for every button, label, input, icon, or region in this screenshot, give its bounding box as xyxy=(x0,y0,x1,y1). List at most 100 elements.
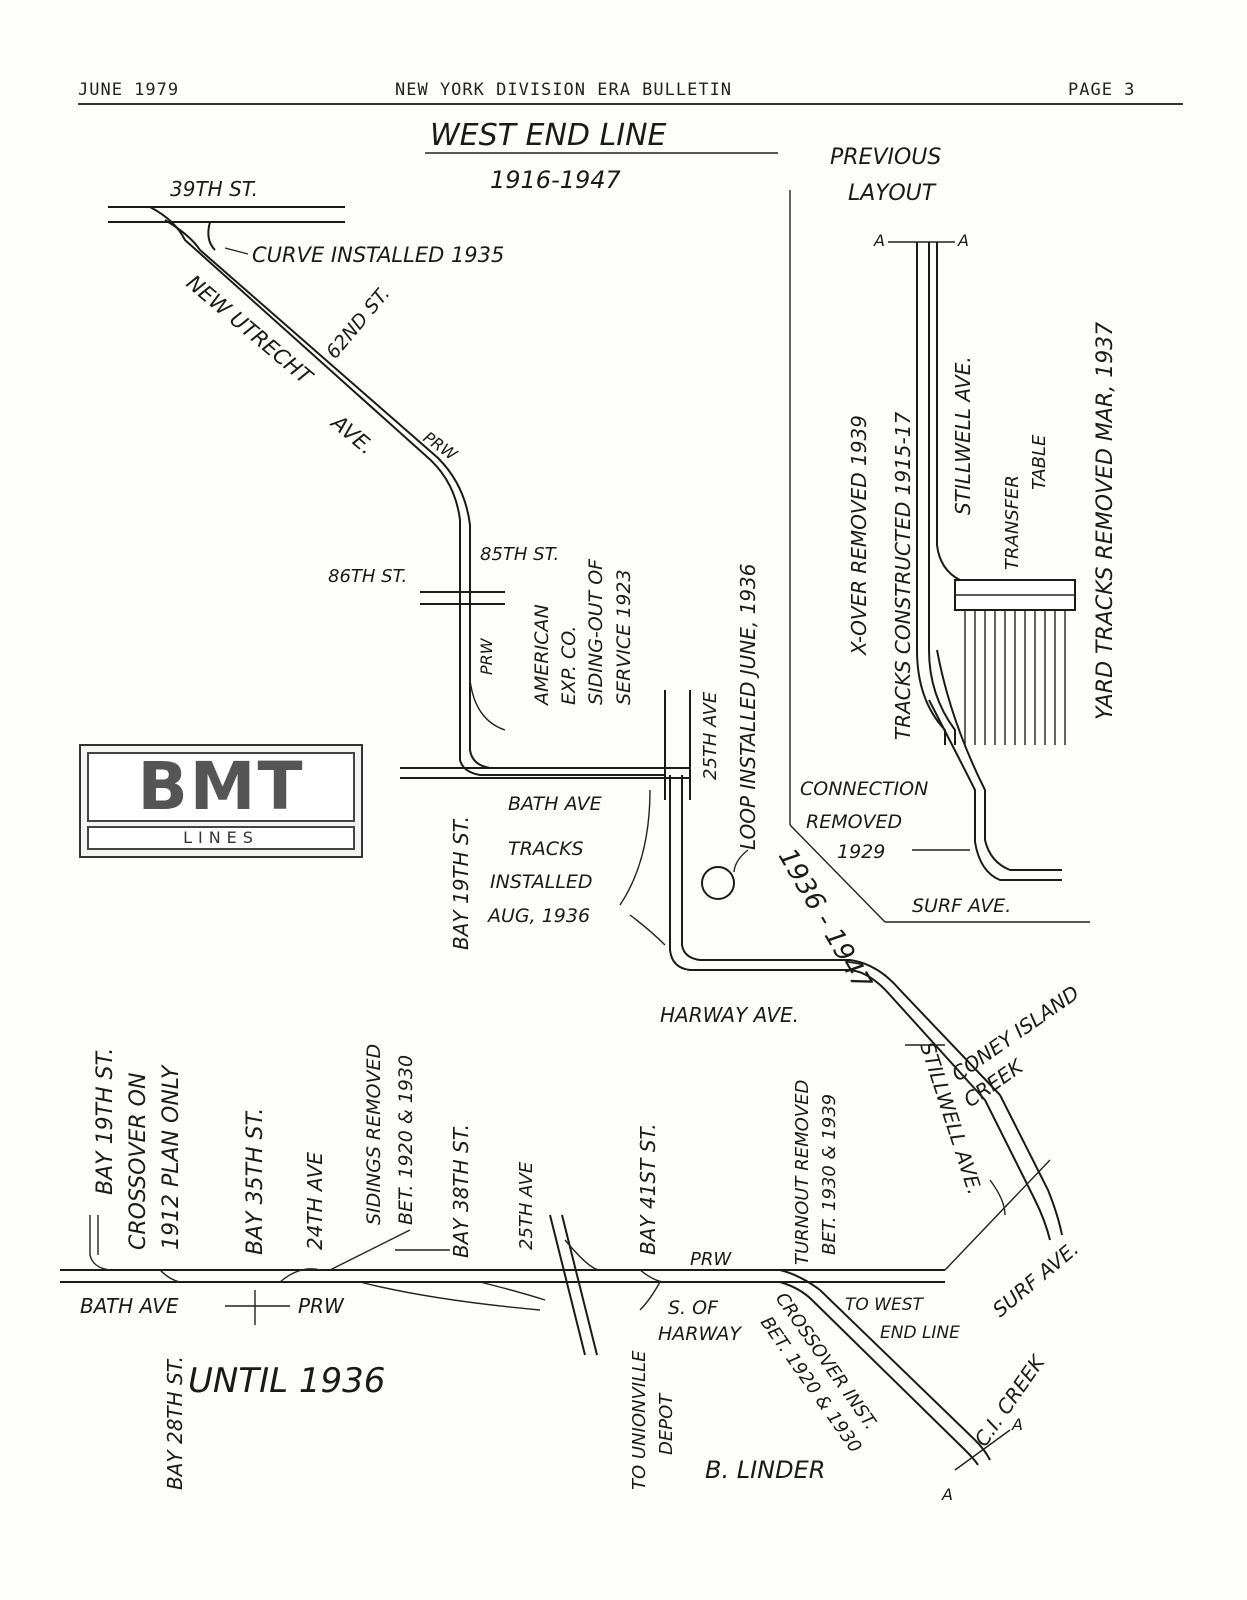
bay19-main-label: BAY 19TH ST. xyxy=(449,816,473,950)
header-rule xyxy=(78,103,1183,105)
tracks-installed-label-1: TRACKS xyxy=(508,838,584,860)
new-utrecht-label: NEW UTRECHT xyxy=(182,270,318,390)
to-west-end-label-2: END LINE xyxy=(880,1323,960,1343)
amex-label-4: SERVICE 1923 xyxy=(613,569,635,705)
ave24-label: 24TH AVE xyxy=(303,1152,327,1250)
yard-tracks-label: YARD TRACKS REMOVED MAR, 1937 xyxy=(1093,322,1118,720)
header-date: JUNE 1979 xyxy=(78,80,180,100)
bottom-marker-a-2: A xyxy=(941,1485,953,1504)
bmt-logo-text: BMT xyxy=(87,752,355,822)
years-1936-1947-label: 1936 - 1947 xyxy=(772,844,877,996)
inset-surf-label: SURF AVE. xyxy=(912,895,1011,917)
surf-ave-track-2 xyxy=(779,1281,979,1466)
previous-layout-heading-2: LAYOUT xyxy=(848,181,937,206)
crossover-label-2: 1912 PLAN ONLY xyxy=(159,1064,184,1250)
inset-yard-lead xyxy=(936,242,961,581)
stillwell-track-ext-2 xyxy=(999,1094,1063,1236)
inset-track-2 xyxy=(928,242,956,745)
bay19-bottom-crossover xyxy=(89,1215,111,1271)
ci-creek-marker xyxy=(954,1429,1011,1471)
surf-ave-track-1 xyxy=(779,1269,991,1461)
previous-layout-heading: PREVIOUS xyxy=(830,145,941,170)
sidings-label-1: SIDINGS REMOVED xyxy=(363,1044,385,1225)
header-publication: NEW YORK DIVISION ERA BULLETIN xyxy=(395,80,733,100)
ave25-bottom-street xyxy=(549,1214,586,1356)
map-subtitle: 1916-1947 xyxy=(490,166,622,194)
loop-arrow xyxy=(733,849,749,873)
harway-ave-label: HARWAY AVE. xyxy=(660,1003,799,1027)
amex-label-3: SIDING-OUT OF xyxy=(585,558,607,705)
bmt-logo-subtext: LINES xyxy=(87,826,355,850)
xover-removed-label: X-OVER REMOVED 1939 xyxy=(847,415,871,656)
st86-label: 86TH ST. xyxy=(328,566,407,587)
connection-label-3: 1929 xyxy=(837,841,885,863)
header-page: PAGE 3 xyxy=(1068,80,1136,100)
author-credit: B. LINDER xyxy=(705,1456,825,1484)
inset-border-diagonal xyxy=(789,824,886,923)
prw-bottom-label-2: PRW xyxy=(298,1294,345,1318)
inset-track-4 xyxy=(928,699,1062,881)
surf-ave-bottom-label: SURF AVE. xyxy=(988,1236,1083,1322)
ave25-label: 25TH AVE xyxy=(700,691,721,780)
connection-label-2: REMOVED xyxy=(806,811,902,833)
connection-label-1: CONNECTION xyxy=(800,778,928,800)
st62-label: 62ND ST. xyxy=(322,283,394,363)
turnout-label-2: BET. 1930 & 1939 xyxy=(819,1094,840,1255)
ci-creek-label: C.I. CREEK xyxy=(969,1349,1050,1450)
stillwell-siding xyxy=(989,1179,1006,1216)
st39-label: 39TH ST. xyxy=(170,177,258,201)
sof-label-1: S. OF xyxy=(668,1297,719,1319)
bath-ave-bottom-label: BATH AVE xyxy=(80,1294,179,1318)
bottom-sidings xyxy=(329,1229,450,1271)
stillwell-track-1 xyxy=(669,775,986,1101)
bay28-label: BAY 28TH ST. xyxy=(163,1356,187,1490)
ave25-bottom-curve xyxy=(564,1239,601,1271)
inset-marker-a-left: A xyxy=(873,231,885,250)
bmt-lines-logo: BMT LINES xyxy=(79,744,363,858)
loop-installed-label: LOOP INSTALLED JUNE, 1936 xyxy=(736,564,760,850)
table-label: TABLE xyxy=(1029,434,1050,490)
turnout-label-1: TURNOUT REMOVED xyxy=(792,1080,813,1265)
prw-bottom-label: PRW xyxy=(690,1249,732,1270)
unionville-label-1: TO UNIONVILLE xyxy=(629,1350,650,1490)
curve-installed-label: CURVE INSTALLED 1935 xyxy=(252,243,504,267)
amex-label-1: AMERICAN xyxy=(531,604,553,707)
harway-crossover xyxy=(639,1269,666,1283)
bay35-label: BAY 35TH ST. xyxy=(243,1108,268,1255)
sidings-label-2: BET. 1920 & 1930 xyxy=(395,1055,417,1225)
map-title: WEST END LINE xyxy=(430,118,667,153)
tracks-constructed-label: TRACKS CONSTRUCTED 1915-17 xyxy=(891,412,915,740)
stillwell-track-2 xyxy=(681,775,1001,1096)
bottom-marker-a: A xyxy=(1011,1415,1023,1434)
tracks-installed-label-3: AUG, 1936 xyxy=(486,905,590,927)
transfer-label: TRANSFER xyxy=(1002,475,1023,570)
bottom-crossover-2 xyxy=(279,1268,321,1283)
to-west-end-label-1: TO WEST xyxy=(845,1295,925,1315)
stillwell-track-ext-1 xyxy=(984,1099,1051,1241)
bay41-label: BAY 41ST ST. xyxy=(636,1123,660,1255)
ave25-bottom-label: 25TH AVE xyxy=(516,1161,537,1250)
yard-tracks xyxy=(964,610,1066,745)
sof-label-2: HARWAY xyxy=(658,1323,742,1345)
tracks-installed-arrow-2 xyxy=(619,789,651,906)
bay19-bottom-label: BAY 19TH ST. xyxy=(93,1048,118,1195)
bottom-siding-lower xyxy=(359,1281,541,1311)
bottom-crossover-1 xyxy=(159,1269,181,1283)
unionville-lead xyxy=(639,1281,661,1311)
crossover-label-1: CROSSOVER ON xyxy=(126,1073,151,1250)
amex-siding xyxy=(469,679,506,731)
prw-label-2: PRW xyxy=(477,637,496,675)
to-west-end-connector xyxy=(944,1159,1051,1271)
ave25-bottom-street-2 xyxy=(561,1214,598,1356)
curve-arrow xyxy=(224,247,249,255)
st85-label: 85TH ST. xyxy=(480,544,559,565)
tracks-installed-label-2: INSTALLED xyxy=(490,871,593,893)
inset-track-3 xyxy=(936,649,1062,871)
until-1936-label: UNTIL 1936 xyxy=(188,1361,385,1401)
tracks-installed-arrow xyxy=(629,914,666,946)
amex-label-2: EXP. CO. xyxy=(558,626,580,705)
inset-marker-a-right: A xyxy=(957,231,969,250)
unionville-label-2: DEPOT xyxy=(656,1392,677,1455)
bottom-siding-lower-2 xyxy=(479,1281,546,1301)
